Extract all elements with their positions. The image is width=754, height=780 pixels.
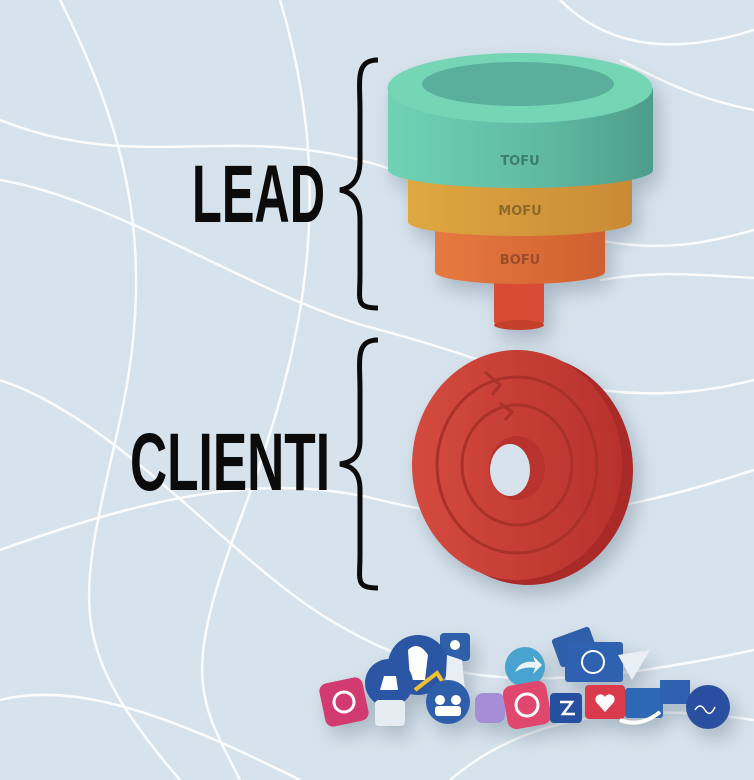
marketing-funnel: BOFU MOFU TOFU bbox=[387, 53, 653, 330]
instagram-icon bbox=[319, 677, 369, 727]
funnel-stage-tofu: TOFU bbox=[387, 53, 653, 188]
like-hand-icon bbox=[375, 700, 405, 726]
loyalty-loop-ring bbox=[412, 350, 633, 585]
blog-icon bbox=[475, 693, 505, 723]
clienti-label: CLIENTI bbox=[130, 417, 330, 508]
smiley-icon bbox=[565, 642, 623, 682]
svg-text:TOFU: TOFU bbox=[500, 154, 539, 169]
instagram-icon-2 bbox=[502, 680, 552, 730]
paper-plane-icon bbox=[618, 650, 650, 680]
lead-brace bbox=[339, 57, 379, 311]
clienti-brace bbox=[339, 337, 379, 591]
gift-box-icon bbox=[625, 688, 663, 718]
svg-text:MOFU: MOFU bbox=[498, 204, 541, 219]
social-media-icons-pile bbox=[319, 626, 730, 730]
signature-icon bbox=[686, 685, 730, 729]
group-icon bbox=[426, 680, 470, 724]
lead-label: LEAD bbox=[192, 149, 325, 240]
svg-text:BOFU: BOFU bbox=[500, 253, 540, 268]
